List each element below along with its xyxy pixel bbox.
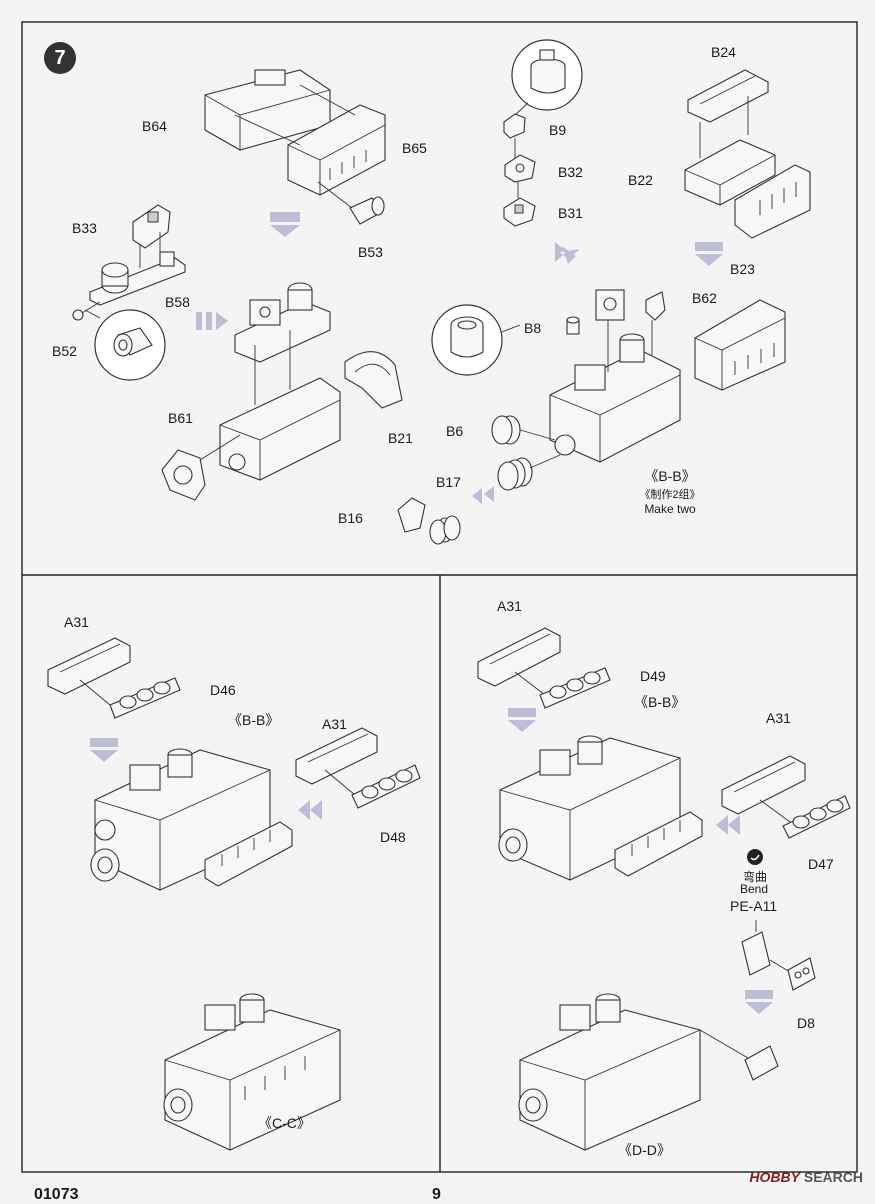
part-b24-drawing bbox=[687, 69, 769, 123]
part-a31-right-drawing bbox=[477, 627, 561, 696]
assembly-arrow-6 bbox=[90, 738, 118, 762]
label-b17: B17 bbox=[436, 474, 461, 490]
part-b17-spring bbox=[497, 454, 561, 491]
part-a31-far-drawing bbox=[721, 755, 806, 823]
assembly-arrow-9 bbox=[716, 815, 740, 835]
label-b8: B8 bbox=[524, 320, 542, 336]
watermark-suffix: SEARCH bbox=[803, 1169, 863, 1185]
b52-detail-magnifier bbox=[84, 309, 166, 381]
watermark: HOBBY SEARCH bbox=[749, 1169, 863, 1185]
label-c-c: 《C-C》 bbox=[258, 1115, 311, 1131]
part-b8-drawing bbox=[566, 316, 580, 335]
label-b53: B53 bbox=[358, 244, 383, 260]
part-d8-drawing bbox=[787, 957, 816, 991]
label-b62: B62 bbox=[692, 290, 717, 306]
label-d8: D8 bbox=[797, 1015, 815, 1031]
label-b31: B31 bbox=[558, 205, 583, 221]
assembly-arrow-3 bbox=[555, 242, 580, 264]
part-pe-a11-drawing bbox=[741, 920, 791, 976]
bb-top-english: Make two bbox=[644, 502, 696, 516]
part-d47-drawing bbox=[782, 795, 851, 839]
footer-code: 01073 bbox=[34, 1186, 79, 1203]
part-d46-drawing bbox=[109, 677, 181, 719]
label-b23: B23 bbox=[730, 261, 755, 277]
bb-top-chinese: 《制作2组》 bbox=[639, 489, 701, 501]
engine-b-b-top bbox=[549, 289, 681, 463]
side-block-drawing bbox=[694, 299, 786, 391]
side-cover-left bbox=[204, 821, 293, 887]
label-b32: B32 bbox=[558, 164, 583, 180]
part-a31-left-drawing bbox=[47, 637, 131, 706]
part-b23-drawing bbox=[734, 164, 811, 239]
part-b65-drawing bbox=[287, 104, 386, 196]
label-b24: B24 bbox=[711, 44, 736, 60]
engine-c-c bbox=[163, 993, 341, 1151]
label-b61: B61 bbox=[168, 410, 193, 426]
label-b64: B64 bbox=[142, 118, 167, 134]
part-b6-drawing bbox=[491, 415, 556, 445]
label-a31-mid: A31 bbox=[322, 716, 347, 732]
label-a31-far: A31 bbox=[766, 710, 791, 726]
b9-detail-magnifier bbox=[511, 39, 583, 116]
bb-top-title: 《B-B》 bbox=[644, 468, 696, 484]
part-b61-drawing bbox=[161, 434, 241, 501]
part-a31-mid-drawing bbox=[295, 727, 378, 796]
label-b52: B52 bbox=[52, 343, 77, 359]
label-d-d: 《D-D》 bbox=[618, 1142, 671, 1158]
label-b6: B6 bbox=[446, 423, 464, 439]
label-d46: D46 bbox=[210, 682, 236, 698]
label-b65: B65 bbox=[402, 140, 427, 156]
label-b21: B21 bbox=[388, 430, 413, 446]
footer-page-number: 9 bbox=[432, 1186, 441, 1203]
label-b16: B16 bbox=[338, 510, 363, 526]
part-b22-drawing bbox=[684, 139, 776, 206]
part-b9-drawing bbox=[503, 113, 526, 139]
part-b32-drawing bbox=[504, 154, 536, 183]
bb-top-caption: 《B-B》 《制作2组》 Make two bbox=[630, 466, 710, 516]
label-b9: B9 bbox=[549, 122, 567, 138]
step-number-badge: 7 bbox=[44, 42, 76, 74]
assembly-arrow-2 bbox=[196, 312, 228, 330]
label-bb-right: 《B-B》 bbox=[634, 694, 686, 710]
part-b62-drawing bbox=[645, 291, 666, 355]
label-d47: D47 bbox=[808, 856, 834, 872]
engine-d-d bbox=[518, 993, 779, 1151]
label-pe-a11: PE-A11 bbox=[730, 898, 778, 914]
assembly-arrow-4 bbox=[695, 242, 723, 266]
part-d49-drawing bbox=[539, 667, 611, 709]
assembly-arrow-7 bbox=[298, 800, 322, 820]
part-b16-drawing bbox=[397, 497, 426, 533]
label-b22: B22 bbox=[628, 172, 653, 188]
label-d49: D49 bbox=[640, 668, 666, 684]
bend-chinese: 弯曲 bbox=[743, 870, 768, 884]
label-b33: B33 bbox=[72, 220, 97, 236]
part-b33-drawing bbox=[132, 204, 171, 249]
part-b21-drawing bbox=[344, 351, 403, 409]
b8-detail-magnifier bbox=[431, 304, 521, 376]
assembly-arrow-5 bbox=[472, 486, 494, 504]
part-b53-drawing bbox=[317, 181, 385, 225]
label-b58: B58 bbox=[165, 294, 190, 310]
part-d48-drawing bbox=[351, 764, 421, 809]
label-a31-right: A31 bbox=[497, 598, 522, 614]
watermark-brand: HOBBY bbox=[749, 1169, 800, 1185]
bend-english: Bend bbox=[740, 882, 769, 896]
bend-icon bbox=[747, 849, 763, 865]
label-a31-left: A31 bbox=[64, 614, 89, 630]
engine-block-center bbox=[219, 282, 341, 481]
part-b17-coil bbox=[429, 515, 461, 545]
assembly-arrow-8 bbox=[508, 708, 536, 732]
assembly-arrow-10 bbox=[745, 990, 773, 1014]
side-cover-right bbox=[614, 811, 703, 877]
label-d48: D48 bbox=[380, 829, 406, 845]
part-b52-drawing bbox=[72, 301, 101, 321]
assembly-arrow-1 bbox=[270, 212, 300, 237]
label-bb-left: 《B-B》 bbox=[228, 712, 280, 728]
part-b31-drawing bbox=[503, 197, 536, 227]
part-b58-drawing bbox=[89, 251, 186, 306]
